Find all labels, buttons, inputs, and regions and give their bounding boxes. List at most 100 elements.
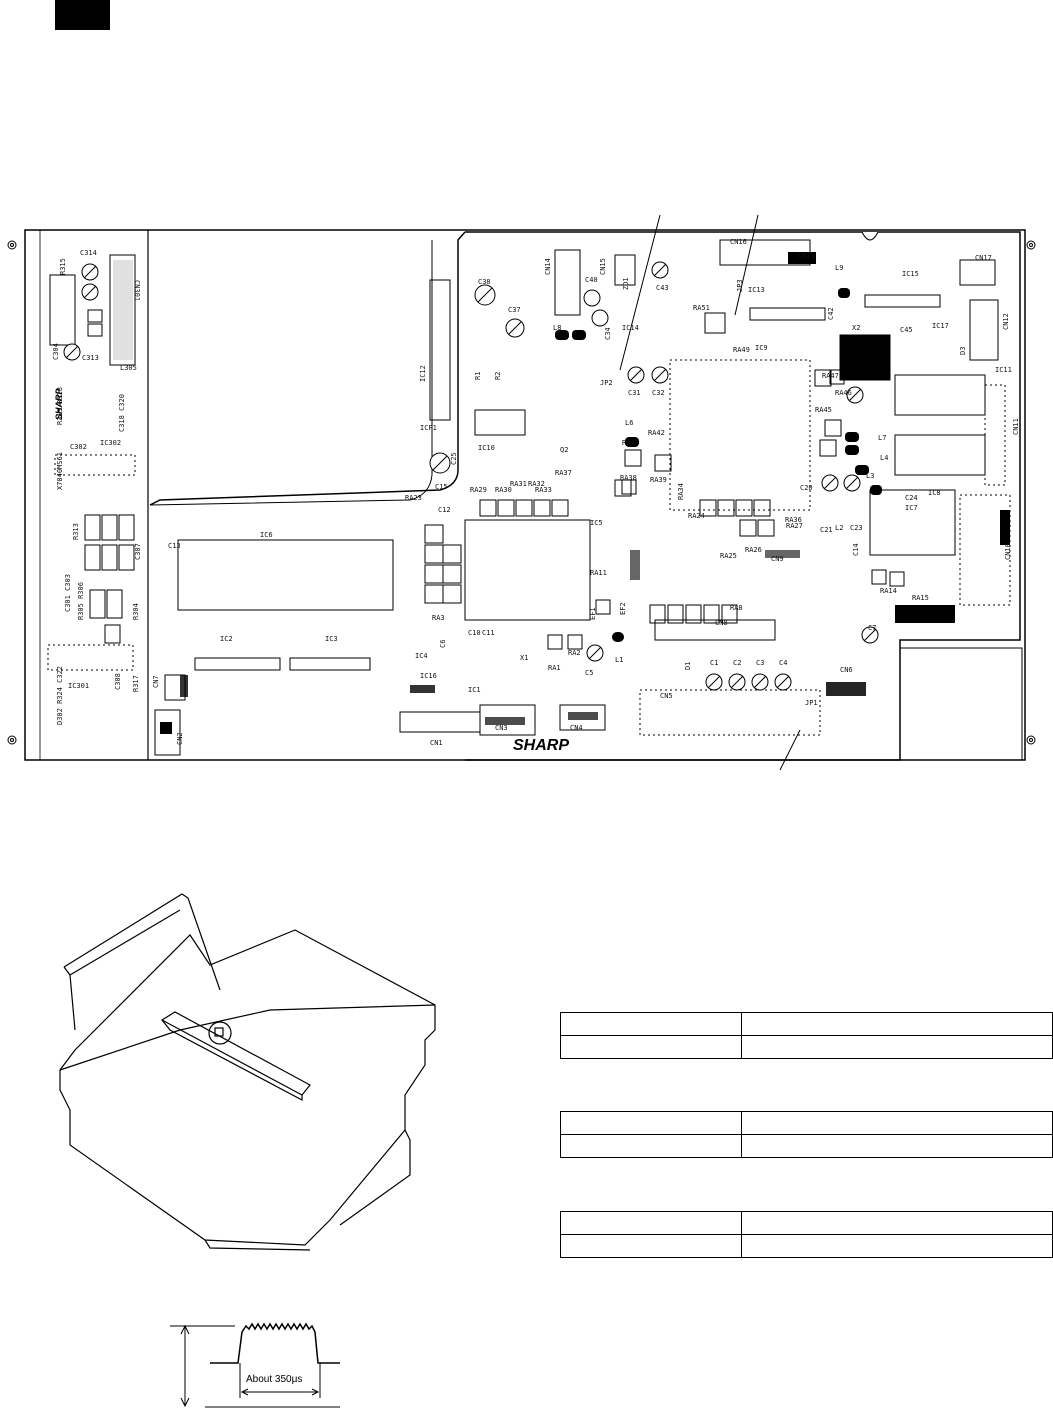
svg-text:R313: R313 xyxy=(72,523,80,540)
svg-text:C15: C15 xyxy=(435,483,448,491)
svg-text:IC16: IC16 xyxy=(420,672,437,680)
svg-text:C43: C43 xyxy=(656,284,669,292)
svg-text:CN1: CN1 xyxy=(430,739,443,747)
svg-text:C31: C31 xyxy=(628,389,641,397)
table-3-cell xyxy=(741,1234,1053,1258)
header-label-block xyxy=(55,0,110,30)
svg-text:IC302: IC302 xyxy=(100,439,121,447)
svg-text:L1: L1 xyxy=(615,656,623,664)
svg-text:C45: C45 xyxy=(900,326,913,334)
svg-text:RA8: RA8 xyxy=(730,604,743,612)
svg-text:D1: D1 xyxy=(684,662,692,670)
svg-text:RA1: RA1 xyxy=(548,664,561,672)
device-perspective-sketch xyxy=(59,893,436,1251)
svg-text:JP2: JP2 xyxy=(600,379,613,387)
board-logo-left: SHARP xyxy=(54,387,64,420)
svg-text:C25: C25 xyxy=(450,452,458,465)
svg-text:CN3: CN3 xyxy=(495,724,508,732)
svg-text:Q2: Q2 xyxy=(560,446,568,454)
svg-text:C24: C24 xyxy=(905,494,918,502)
svg-text:C4: C4 xyxy=(779,659,787,667)
svg-text:C14: C14 xyxy=(852,543,860,556)
svg-text:RA33: RA33 xyxy=(535,486,552,494)
svg-text:CN6: CN6 xyxy=(840,666,853,674)
svg-text:IC8: IC8 xyxy=(928,489,941,497)
table-1-cell xyxy=(741,1012,1053,1036)
svg-text:IC2: IC2 xyxy=(220,635,233,643)
svg-text:RA15: RA15 xyxy=(912,594,929,602)
table-3-cell xyxy=(741,1211,1053,1235)
svg-text:RA26: RA26 xyxy=(745,546,762,554)
svg-text:C40: C40 xyxy=(585,276,598,284)
table-2-cell xyxy=(741,1111,1053,1135)
svg-text:D302 R324 C322: D302 R324 C322 xyxy=(56,666,64,725)
svg-text:C301 C303: C301 C303 xyxy=(64,574,72,612)
board-logo: SHARP xyxy=(513,737,569,754)
svg-text:RA49: RA49 xyxy=(733,346,750,354)
svg-text:C2: C2 xyxy=(733,659,741,667)
svg-text:JP1: JP1 xyxy=(805,699,818,707)
table-1-cell xyxy=(741,1035,1053,1059)
svg-text:IC9: IC9 xyxy=(755,344,768,352)
svg-text:R315: R315 xyxy=(59,258,67,275)
svg-text:RA42: RA42 xyxy=(648,429,665,437)
table-3-cell xyxy=(560,1211,742,1235)
svg-text:RA31: RA31 xyxy=(510,480,527,488)
svg-text:CN5: CN5 xyxy=(660,692,673,700)
svg-text:CN16: CN16 xyxy=(730,238,747,246)
table-1 xyxy=(560,1012,1053,1059)
svg-text:CN12: CN12 xyxy=(1002,313,1010,330)
svg-text:RA36: RA36 xyxy=(785,516,802,524)
svg-text:C21: C21 xyxy=(820,526,833,534)
svg-text:RA41: RA41 xyxy=(622,439,639,447)
svg-text:C7: C7 xyxy=(868,624,876,632)
svg-text:RA2: RA2 xyxy=(568,649,581,657)
svg-text:RA11: RA11 xyxy=(590,569,607,577)
svg-text:C313: C313 xyxy=(82,354,99,362)
svg-text:RA39: RA39 xyxy=(650,476,667,484)
svg-text:C32: C32 xyxy=(652,389,665,397)
svg-text:C5: C5 xyxy=(585,669,593,677)
svg-text:RA38: RA38 xyxy=(620,474,637,482)
svg-text:RA3: RA3 xyxy=(432,614,445,622)
svg-text:C1: C1 xyxy=(710,659,718,667)
svg-text:RA37: RA37 xyxy=(555,469,572,477)
table-1-cell xyxy=(560,1035,742,1059)
svg-text:L9: L9 xyxy=(835,264,843,272)
svg-text:L305: L305 xyxy=(120,364,137,372)
black-marker xyxy=(895,605,955,623)
pulse-duration-label: About 350μs xyxy=(246,1374,302,1385)
svg-text:R2: R2 xyxy=(494,372,502,380)
svg-text:C38: C38 xyxy=(478,278,491,286)
svg-text:CN2: CN2 xyxy=(176,732,184,745)
svg-text:CN17: CN17 xyxy=(975,254,992,262)
svg-text:X1: X1 xyxy=(520,654,528,662)
svg-text:IC6: IC6 xyxy=(260,531,273,539)
svg-text:C307: C307 xyxy=(134,543,142,560)
svg-text:IC17: IC17 xyxy=(932,322,949,330)
svg-text:JP3: JP3 xyxy=(736,279,744,292)
svg-text:C13: C13 xyxy=(168,542,181,550)
svg-text:C3: C3 xyxy=(756,659,764,667)
table-2-cell xyxy=(560,1111,742,1135)
svg-text:CN301: CN301 xyxy=(133,280,141,301)
svg-text:R319 R318: R319 R318 xyxy=(56,387,64,425)
svg-text:RA34: RA34 xyxy=(677,483,685,500)
svg-text:C23: C23 xyxy=(850,524,863,532)
svg-text:IC7: IC7 xyxy=(905,504,918,512)
svg-text:CN15: CN15 xyxy=(599,258,607,275)
svg-text:IC12: IC12 xyxy=(419,365,427,382)
svg-text:IC14: IC14 xyxy=(622,324,639,332)
svg-text:R317: R317 xyxy=(132,675,140,692)
svg-text:RA14: RA14 xyxy=(880,587,897,595)
svg-text:IC15: IC15 xyxy=(902,270,919,278)
svg-text:L2: L2 xyxy=(835,524,843,532)
svg-text:L4: L4 xyxy=(880,454,888,462)
svg-text:EF1: EF1 xyxy=(589,607,597,620)
svg-text:RA30: RA30 xyxy=(495,486,512,494)
svg-text:RA23: RA23 xyxy=(405,494,422,502)
svg-text:C304: C304 xyxy=(52,343,60,360)
svg-text:IC5: IC5 xyxy=(590,519,603,527)
svg-text:RA45: RA45 xyxy=(815,406,832,414)
svg-text:CN7: CN7 xyxy=(152,675,160,688)
